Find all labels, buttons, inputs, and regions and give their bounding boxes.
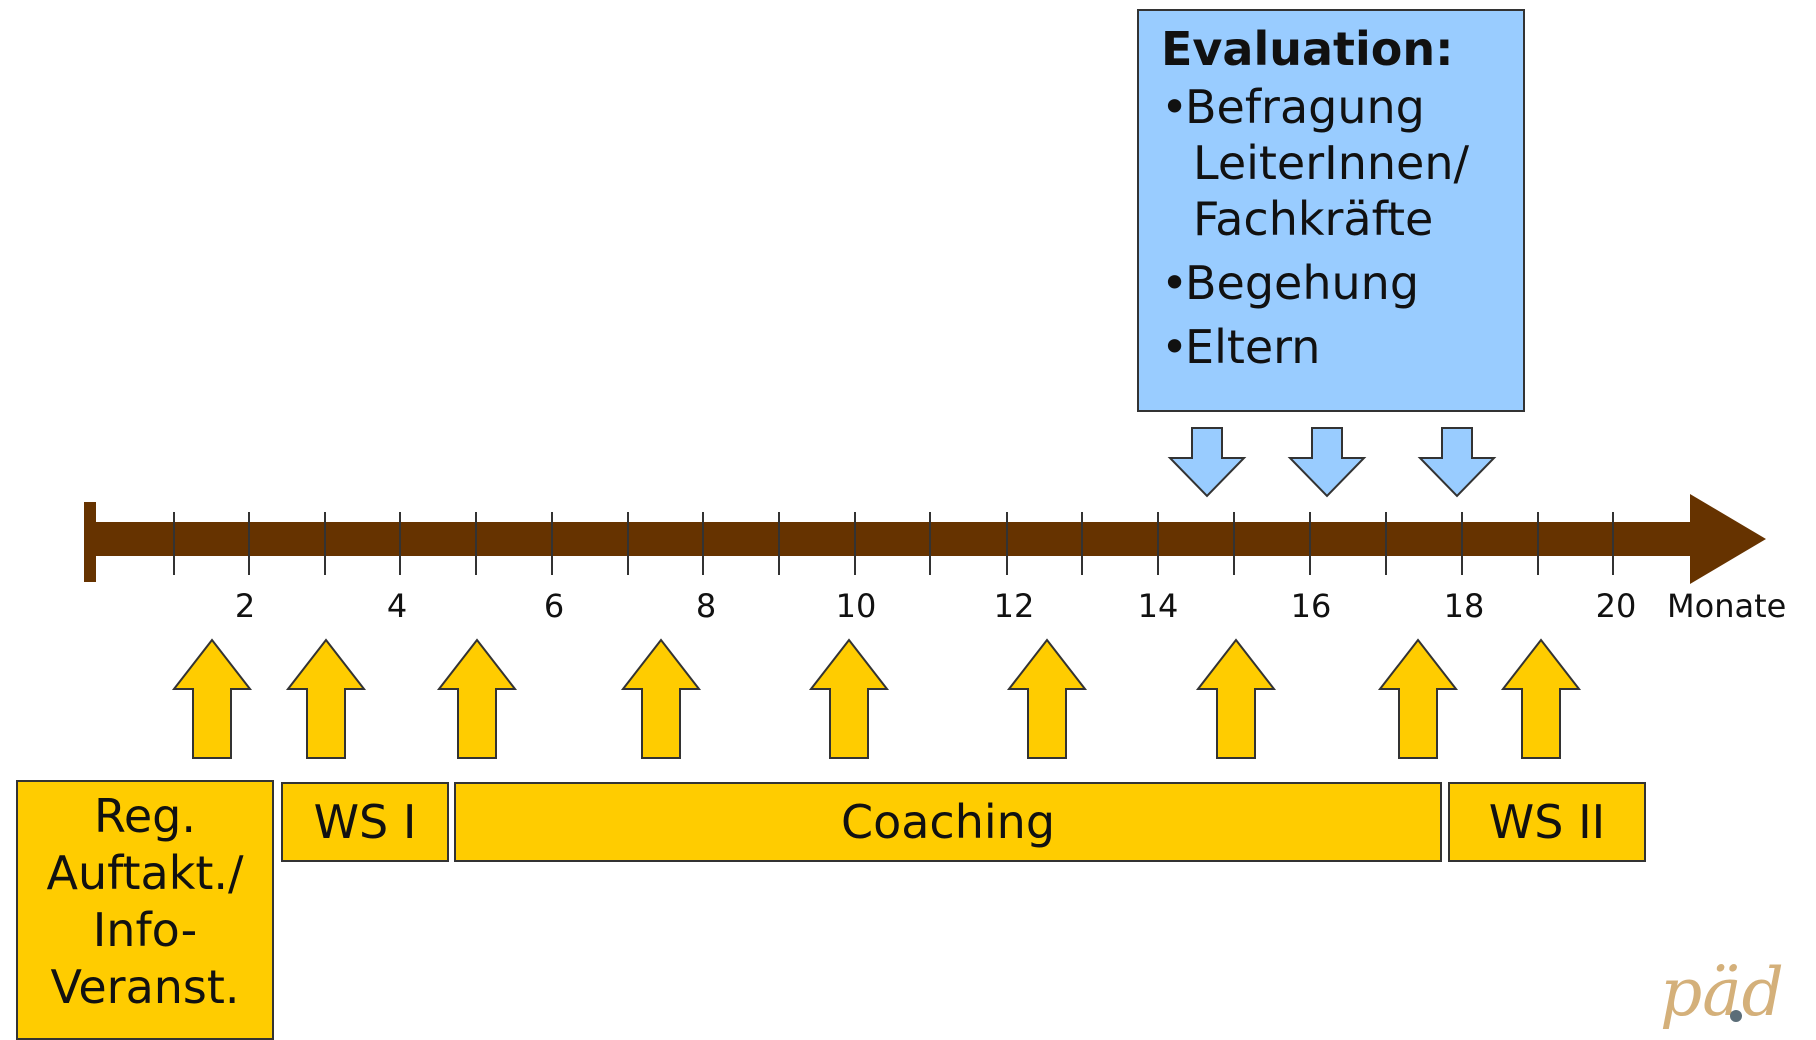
tick-label: 16	[1291, 587, 1332, 625]
arrow-up-icon	[171, 638, 253, 759]
bullet-icon: •	[1161, 320, 1189, 374]
phase-ws2-label: WS II	[1488, 794, 1606, 849]
tick-label: 14	[1138, 587, 1179, 625]
phase-coaching-box: Coaching	[454, 782, 1442, 862]
timeline-arrowhead	[1690, 494, 1766, 584]
phase-reg-box: Reg. Auftakt./ Info- Veranst.	[16, 780, 274, 1040]
evaluation-item-label: LeiterInnen/	[1193, 136, 1469, 190]
tick-label: 20	[1596, 587, 1637, 625]
bullet-icon: •	[1161, 256, 1189, 310]
evaluation-item-label: Fachkräfte	[1193, 192, 1434, 246]
arrow-up-icon	[1500, 638, 1582, 759]
arrow-up-icon	[1195, 638, 1277, 759]
evaluation-box: Evaluation: •Befragung LeiterInnen/ Fach…	[1137, 9, 1525, 412]
paedquis-logo: päd	[1660, 954, 1784, 1031]
arrow-down-icon	[1167, 427, 1247, 498]
arrow-up-icon	[436, 638, 518, 759]
evaluation-item-eltern: •Eltern	[1161, 319, 1523, 375]
bullet-icon: •	[1161, 80, 1189, 134]
arrow-up-icon	[1377, 638, 1459, 759]
unit-label: Monate	[1667, 587, 1786, 625]
logo-dot-icon	[1730, 1010, 1742, 1022]
tick-label: 8	[696, 587, 716, 625]
tick-label: 4	[387, 587, 407, 625]
arrow-down-icon	[1417, 427, 1497, 498]
arrow-up-icon	[808, 638, 890, 759]
phase-reg-line-4: Veranst.	[50, 960, 240, 1014]
tick-label: 6	[544, 587, 564, 625]
evaluation-item-label: Befragung	[1185, 80, 1425, 134]
up-arrows	[171, 638, 1582, 759]
tick-label: 10	[836, 587, 877, 625]
arrow-down-icon	[1287, 427, 1367, 498]
evaluation-item-label: Begehung	[1185, 256, 1420, 310]
phase-ws2-box: WS II	[1448, 782, 1646, 862]
tick-marks	[173, 512, 1614, 575]
tick-label: 2	[235, 587, 255, 625]
phase-reg-line-1: Reg.	[93, 789, 197, 843]
phase-coaching-label: Coaching	[840, 794, 1056, 849]
timeline-start-cap	[84, 502, 96, 582]
evaluation-item-begehung: •Begehung	[1161, 255, 1523, 311]
phase-ws1-label: WS I	[313, 794, 417, 849]
evaluation-title: Evaluation:	[1161, 22, 1454, 76]
tick-label: 18	[1444, 587, 1485, 625]
phase-reg-line-3: Info-	[92, 903, 198, 957]
arrow-up-icon	[285, 638, 367, 759]
arrow-up-icon	[1006, 638, 1088, 759]
phase-ws1-box: WS I	[281, 782, 449, 862]
arrow-up-icon	[620, 638, 702, 759]
tick-label: 12	[994, 587, 1035, 625]
evaluation-item-label: Eltern	[1185, 320, 1321, 374]
tick-labels: 2 4 6 8 10 12 14 16 18 20	[235, 587, 1637, 625]
down-arrows	[1167, 427, 1497, 498]
phase-reg-line-2: Auftakt./	[46, 846, 244, 900]
timeline-axis	[90, 522, 1690, 556]
evaluation-item-befragung: •Befragung LeiterInnen/ Fachkräfte	[1161, 79, 1523, 247]
